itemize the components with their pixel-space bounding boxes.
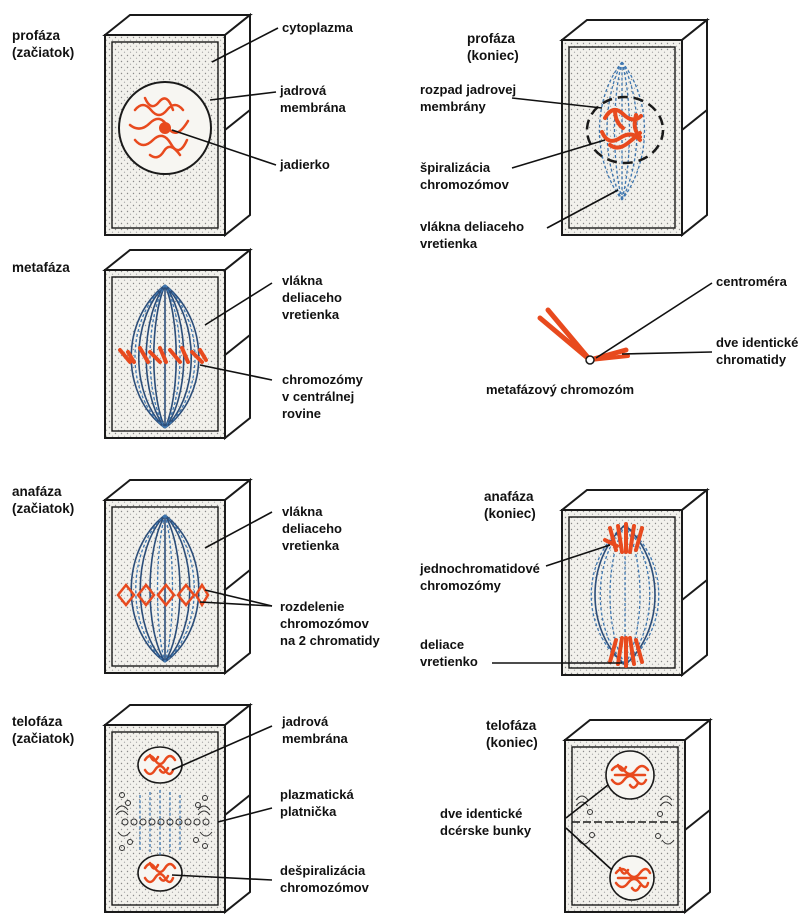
stage-label-anaphase-start: anafáza (začiatok) bbox=[12, 484, 75, 516]
stage-label-telophase-end: telofáza (koniec) bbox=[486, 718, 538, 750]
label-nuclear-membrane-1: jadrová membrána bbox=[280, 83, 346, 115]
metaphase-chromosome-figure bbox=[537, 307, 630, 365]
label-daughter-cells: dve identické dcérske bunky bbox=[440, 806, 532, 838]
label-nuclear-breakdown: rozpad jadrovej membrány bbox=[420, 82, 517, 114]
label-centromere: centroméra bbox=[716, 274, 787, 289]
stage-label-telophase-start: telofáza (začiatok) bbox=[12, 714, 75, 746]
cell-prophase-start bbox=[102, 12, 253, 238]
cell-metaphase bbox=[102, 247, 253, 441]
cell-prophase-end bbox=[559, 17, 710, 238]
label-metaphase-chromosome: metafázový chromozóm bbox=[486, 382, 635, 397]
stage-label-anaphase-end: anafáza (koniec) bbox=[484, 489, 536, 521]
label-chromosomes-central: chromozómy v centrálnej rovine bbox=[282, 372, 363, 421]
label-chromosome-spiral: špiralizácia chromozómov bbox=[420, 160, 509, 192]
cell-telophase-end bbox=[562, 717, 713, 915]
stage-label-prophase-end: profáza (koniec) bbox=[467, 31, 519, 63]
stage-label-prophase-start: profáza (začiatok) bbox=[12, 28, 75, 60]
label-cell-plate: plazmatická platnička bbox=[280, 787, 354, 819]
label-nuclear-membrane-2: jadrová membrána bbox=[282, 714, 348, 746]
label-spindle-fibers-2: vlákna deliaceho vretienka bbox=[282, 273, 342, 322]
label-dividing-spindle: deliace vretienko bbox=[420, 637, 478, 669]
cell-anaphase-start bbox=[102, 477, 253, 676]
stage-label-metaphase: metafáza bbox=[12, 260, 70, 275]
label-spindle-fibers-1: vlákna deliaceho vretienka bbox=[420, 219, 525, 251]
label-spindle-fibers-3: vlákna deliaceho vretienka bbox=[282, 504, 342, 553]
label-nucleolus: jadierko bbox=[280, 157, 330, 172]
leader-lines bbox=[171, 27, 713, 881]
label-chromatid-split: rozdelenie chromozómov na 2 chromatidy bbox=[280, 599, 380, 648]
cell-anaphase-end bbox=[559, 487, 710, 678]
cell-telophase-start bbox=[102, 702, 253, 915]
label-despiral: dešpiralizácia chromozómov bbox=[280, 863, 369, 895]
label-cytoplasm: cytoplazma bbox=[282, 20, 353, 35]
label-identical-chromatids: dve identické chromatidy bbox=[716, 335, 799, 367]
label-single-chromatid: jednochromatidové chromozómy bbox=[420, 561, 540, 593]
